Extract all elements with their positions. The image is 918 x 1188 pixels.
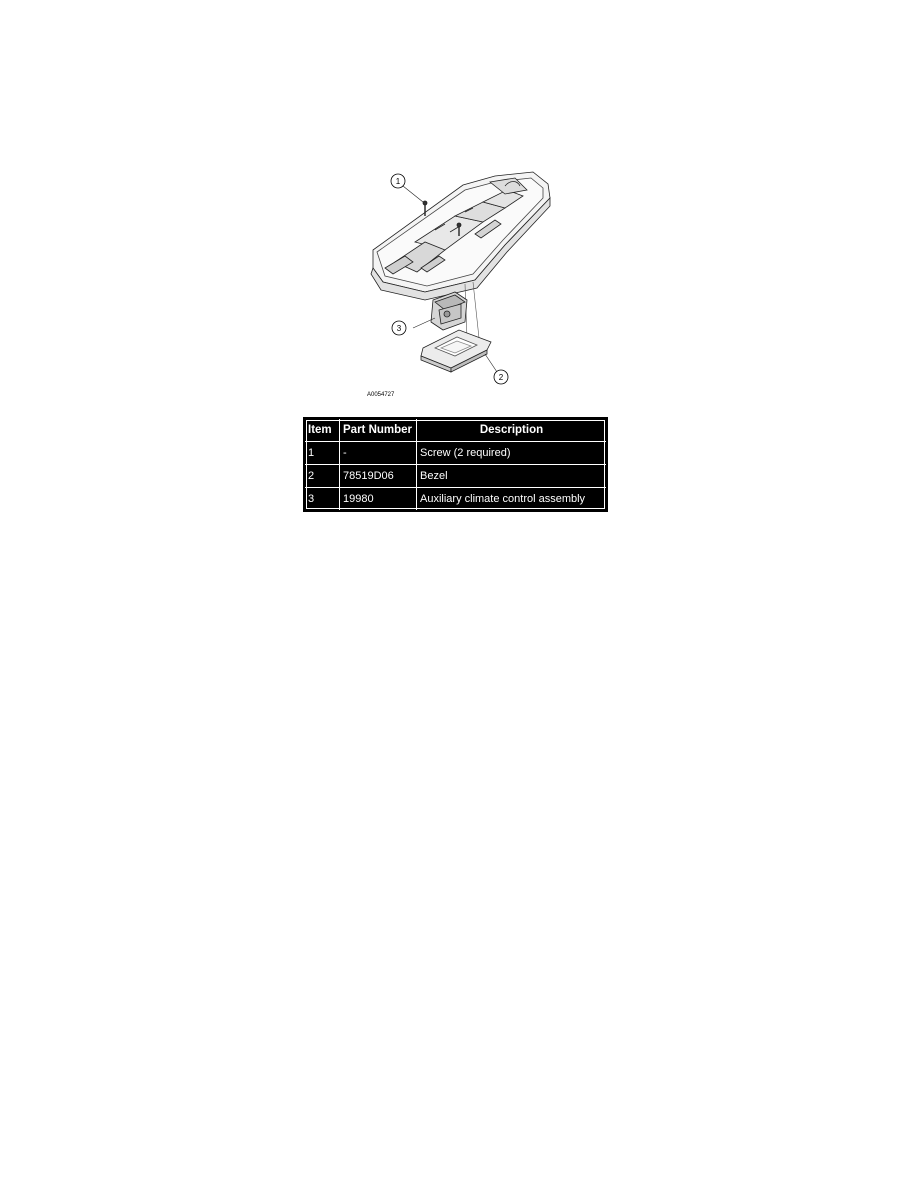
cell-item: 1 <box>303 441 340 465</box>
cell-part-number: - <box>339 441 417 465</box>
cell-part-number: 78519D06 <box>339 464 417 488</box>
table-row: 3 19980 Auxiliary climate control assemb… <box>303 487 608 512</box>
table-row: 2 78519D06 Bezel <box>303 464 608 488</box>
header-description: Description <box>416 417 608 442</box>
svg-text:3: 3 <box>397 324 402 333</box>
cell-description: Bezel <box>416 464 608 488</box>
cell-item: 3 <box>303 487 340 512</box>
cell-item: 2 <box>303 464 340 488</box>
callout-1 <box>390 173 406 189</box>
climate-control-assembly-drawing <box>412 291 468 331</box>
cell-description: Auxiliary climate control assembly <box>416 487 608 512</box>
bezel-drawing <box>420 329 498 373</box>
table-header-row: Item Part Number Description <box>303 417 608 442</box>
svg-text:2: 2 <box>499 373 504 382</box>
header-part-number: Part Number <box>339 417 417 442</box>
cell-description: Screw (2 required) <box>416 441 608 465</box>
parts-table: Item Part Number Description 1 - Screw (… <box>303 417 608 512</box>
figure-id: A0054727 <box>367 392 395 398</box>
svg-text:1: 1 <box>396 177 401 186</box>
header-item: Item <box>303 417 340 442</box>
cell-part-number: 19980 <box>339 487 417 512</box>
callout-2 <box>493 369 509 385</box>
table-row: 1 - Screw (2 required) <box>303 441 608 465</box>
console-housing-drawing <box>370 171 551 301</box>
parts-illustration: 1 3 2 A0054727 <box>355 150 585 405</box>
callout-3 <box>391 320 407 336</box>
